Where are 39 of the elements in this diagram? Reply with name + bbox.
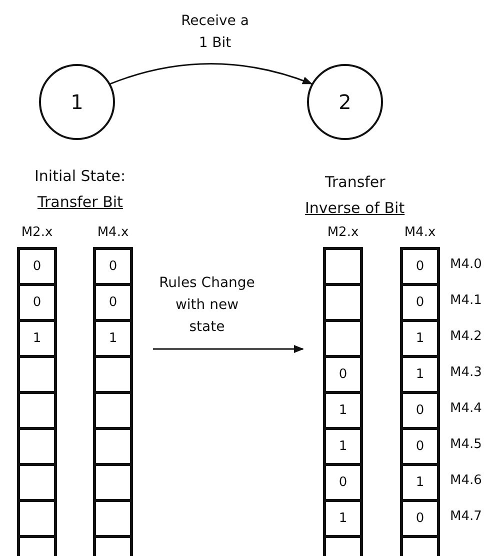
heading: Initial State: <box>34 167 126 185</box>
state-circle: 2 <box>307 64 383 140</box>
row-label: M4.0 <box>450 257 482 272</box>
bit-cell: 1 <box>326 391 360 427</box>
underlined-heading: Transfer Bit <box>38 193 123 211</box>
column-header: M4.x <box>403 225 437 240</box>
row-label: M4.2 <box>450 329 482 344</box>
bit-cell: 0 <box>20 283 54 319</box>
column-header: M4.x <box>96 225 130 240</box>
bit-cell: 0 <box>20 247 54 283</box>
row-label: M4.7 <box>450 509 482 524</box>
column-header: M2.x <box>20 225 54 240</box>
bit-cell: 1 <box>403 355 437 391</box>
bit-cell: 0 <box>403 247 437 283</box>
bit-cell: 1 <box>326 499 360 535</box>
bit-cell: 0 <box>403 391 437 427</box>
bit-cell: 1 <box>20 319 54 355</box>
bit-cell: 1 <box>403 319 437 355</box>
bit-cell: 1 <box>403 463 437 499</box>
bit-cell: 1 <box>96 319 130 355</box>
bit-cell: 0 <box>403 499 437 535</box>
row-label: M4.1 <box>450 293 482 308</box>
heading: Transfer <box>325 173 386 191</box>
bit-cell: 0 <box>96 283 130 319</box>
arrow <box>110 63 313 84</box>
bit-cell: 0 <box>326 355 360 391</box>
row-label: M4.6 <box>450 473 482 488</box>
bit-cell: 0 <box>96 247 130 283</box>
bit-cell: 0 <box>403 427 437 463</box>
bit-cell: 1 <box>326 427 360 463</box>
bit-cell: 0 <box>326 463 360 499</box>
arrow <box>153 345 304 353</box>
row-label: M4.4 <box>450 401 482 416</box>
column-header: M2.x <box>326 225 360 240</box>
state-circle: 1 <box>39 64 115 140</box>
bit-cell: 0 <box>403 283 437 319</box>
row-label: M4.5 <box>450 437 482 452</box>
row-label: M4.3 <box>450 365 482 380</box>
underlined-heading: Inverse of Bit <box>305 199 405 217</box>
